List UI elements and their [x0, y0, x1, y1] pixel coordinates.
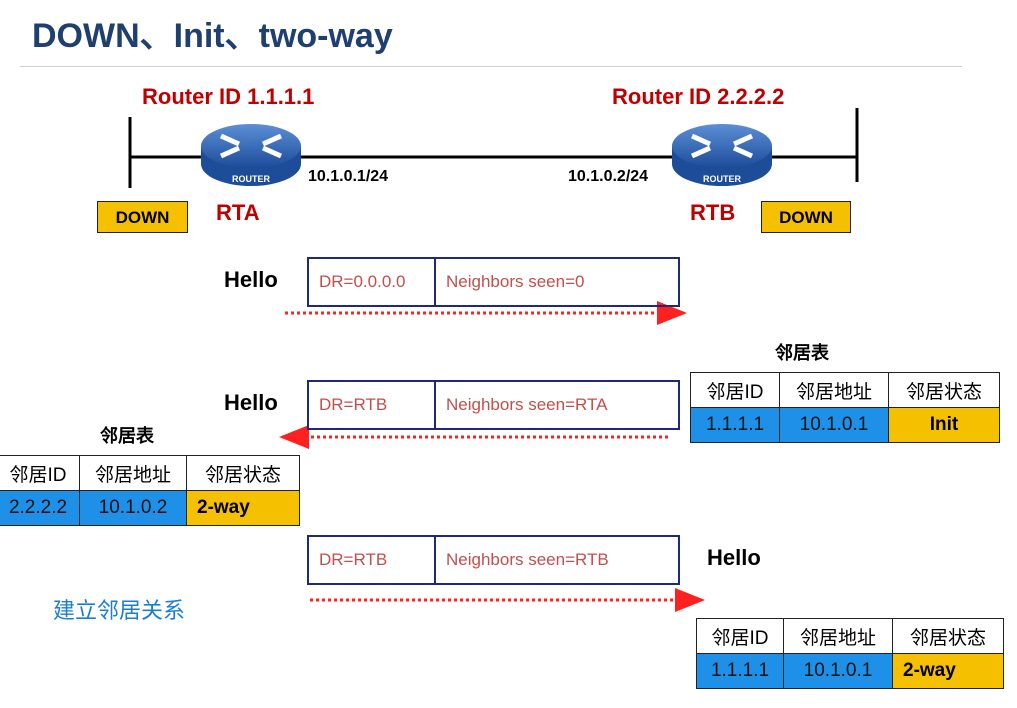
- packet-dr-field: DR=0.0.0.0: [309, 259, 436, 305]
- hello-label-1: Hello: [224, 267, 278, 292]
- cell-neighbor-state: Init: [888, 407, 1000, 443]
- table-row: 1.1.1.1 10.1.0.1 2-way: [696, 653, 1004, 689]
- cell-neighbor-id: 1.1.1.1: [696, 653, 784, 689]
- header-neighbor-address: 邻居地址: [779, 372, 889, 408]
- packet-neighbors-field: Neighbors seen=RTA: [446, 395, 608, 414]
- table-header-row: 邻居ID 邻居地址 邻居状态: [690, 372, 1000, 408]
- cell-neighbor-address: 10.1.0.1: [783, 653, 893, 689]
- rta-ip: 10.1.0.1/24: [308, 168, 389, 185]
- title-divider: [20, 66, 962, 67]
- rtb-neighbor-table-init: 邻居ID 邻居地址 邻居状态 1.1.1.1 10.1.0.1 Init: [690, 372, 1000, 443]
- rtb-neighbor-table-2way: 邻居ID 邻居地址 邻居状态 1.1.1.1 10.1.0.1 2-way: [696, 618, 1004, 689]
- rta-router-id: Router ID 1.1.1.1: [142, 84, 315, 109]
- page-title: DOWN、Init、two-way: [32, 17, 393, 55]
- cell-neighbor-id: 2.2.2.2: [0, 490, 80, 526]
- rtb-neighbor-table-title: 邻居表: [775, 343, 829, 363]
- header-neighbor-state: 邻居状态: [186, 455, 300, 491]
- cell-neighbor-state: 2-way: [186, 490, 300, 526]
- packet-dr-field: DR=RTB: [309, 537, 436, 583]
- rta-neighbor-table-title: 邻居表: [100, 426, 154, 446]
- hello-label-3: Hello: [707, 545, 761, 570]
- hello-packet-3: DR=RTB Neighbors seen=RTB: [307, 535, 680, 585]
- rtb-name: RTB: [690, 200, 736, 225]
- rta-router-icon-label: ROUTER: [232, 174, 271, 184]
- establish-neighbor-text: 建立邻居关系: [53, 598, 186, 623]
- table-header-row: 邻居ID 邻居地址 邻居状态: [696, 618, 1004, 654]
- header-neighbor-id: 邻居ID: [0, 455, 80, 491]
- cell-neighbor-address: 10.1.0.2: [79, 490, 187, 526]
- rtb-ip: 10.1.0.2/24: [568, 168, 649, 185]
- rtb-state-badge: DOWN: [761, 201, 851, 233]
- header-neighbor-id: 邻居ID: [690, 372, 780, 408]
- header-neighbor-state: 邻居状态: [888, 372, 1000, 408]
- cell-neighbor-id: 1.1.1.1: [690, 407, 780, 443]
- header-neighbor-id: 邻居ID: [696, 618, 784, 654]
- table-row: 2.2.2.2 10.1.0.2 2-way: [0, 490, 300, 526]
- packet-neighbors-field: Neighbors seen=RTB: [446, 550, 609, 569]
- rta-state-badge: DOWN: [97, 201, 188, 233]
- packet-neighbors-field: Neighbors seen=0: [446, 272, 585, 291]
- hello-label-2: Hello: [224, 390, 278, 415]
- table-row: 1.1.1.1 10.1.0.1 Init: [690, 407, 1000, 443]
- rta-name: RTA: [216, 200, 260, 225]
- header-neighbor-state: 邻居状态: [892, 618, 1004, 654]
- rta-neighbor-table-2way: 邻居ID 邻居地址 邻居状态 2.2.2.2 10.1.0.2 2-way: [0, 455, 300, 526]
- packet-dr-field: DR=RTB: [309, 382, 436, 428]
- rta-router-icon: ROUTER: [201, 124, 301, 186]
- header-neighbor-address: 邻居地址: [783, 618, 893, 654]
- cell-neighbor-state: 2-way: [892, 653, 1004, 689]
- rtb-router-id: Router ID 2.2.2.2: [612, 84, 785, 109]
- cell-neighbor-address: 10.1.0.1: [779, 407, 889, 443]
- rtb-router-icon-label: ROUTER: [703, 174, 742, 184]
- header-neighbor-address: 邻居地址: [79, 455, 187, 491]
- rtb-router-icon: ROUTER: [672, 124, 772, 186]
- table-header-row: 邻居ID 邻居地址 邻居状态: [0, 455, 300, 491]
- hello-packet-1: DR=0.0.0.0 Neighbors seen=0: [307, 257, 680, 307]
- hello-packet-2: DR=RTB Neighbors seen=RTA: [307, 380, 680, 430]
